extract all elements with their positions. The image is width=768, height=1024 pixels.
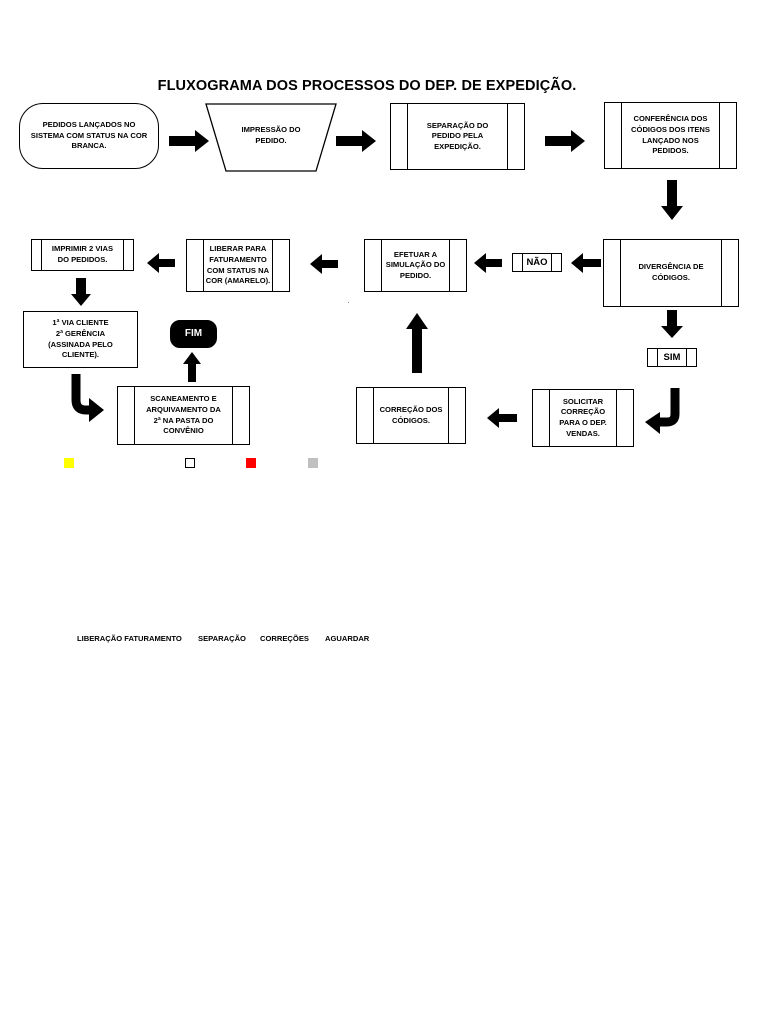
node-imprimir-vias: IMPRIMIR 2 VIAS DO PEDIDOS. <box>31 239 134 271</box>
node-solicitar-correcao-label: SOLICITAR CORREÇÃO PARA O DEP. VENDAS. <box>559 396 607 438</box>
arrow-up-icon <box>406 313 428 373</box>
node-efetuar-simulacao-label: EFETUAR A SIMULAÇÃO DO PEDIDO. <box>385 249 446 280</box>
node-impressao-label: IMPRESSÃO DO PEDIDO. <box>241 125 301 145</box>
node-efetuar-simulacao: EFETUAR A SIMULAÇÃO DO PEDIDO. <box>364 239 467 292</box>
arrow-down-icon <box>71 278 91 306</box>
node-divergencia-label: DIVERGÊNCIA DE CÓDIGOS. <box>638 262 704 282</box>
arrow-left-icon <box>571 253 601 273</box>
arrow-left-icon <box>474 253 502 273</box>
node-pedidos-lancados: PEDIDOS LANÇADOS NO SISTEMA COM STATUS N… <box>19 103 159 169</box>
node-separacao: SEPARAÇÃO DO PEDIDO PELA EXPEDIÇÃO. <box>390 103 525 170</box>
node-conferencia-label: CONFERÊNCIA DOS CÓDIGOS DOS ITENS LANÇAD… <box>631 114 710 156</box>
node-nao-label: NÃO <box>526 256 548 268</box>
node-scaneamento-label: SCANEAMENTO E ARQUIVAMENTO DA 2ª NA PAST… <box>146 394 221 436</box>
node-nao: NÃO <box>512 253 562 272</box>
legend-swatch-yellow <box>64 458 74 468</box>
arrow-left-icon <box>487 408 517 428</box>
arrow-up-icon <box>183 352 201 382</box>
node-fim: FIM <box>170 320 217 348</box>
legend-swatch-white <box>185 458 195 468</box>
node-liberar-faturamento: LIBERAR PARA FATURAMENTO COM STATUS NA C… <box>186 239 290 292</box>
node-sim-label: SIM <box>663 351 681 363</box>
arrow-right-icon <box>336 130 376 152</box>
node-separacao-label: SEPARAÇÃO DO PEDIDO PELA EXPEDIÇÃO. <box>426 120 489 151</box>
curved-arrow-icon <box>645 388 680 434</box>
diagram-title: FLUXOGRAMA DOS PROCESSOS DO DEP. DE EXPE… <box>157 78 577 94</box>
arrow-down-icon <box>661 180 683 220</box>
arrow-right-icon <box>169 130 209 152</box>
node-fim-label: FIM <box>184 328 203 339</box>
legend-label-aguardar: AGUARDAR <box>325 634 370 643</box>
node-vias-cliente-label: 1ª VIA CLIENTE 2ª GERÊNCIA (ASSINADA PEL… <box>48 318 113 360</box>
stray-dot <box>348 302 349 303</box>
legend-swatch-gray <box>308 458 318 468</box>
arrow-down-icon <box>661 310 683 338</box>
legend-label-correcoes: CORREÇÕES <box>260 634 309 643</box>
node-divergencia: DIVERGÊNCIA DE CÓDIGOS. <box>603 239 739 307</box>
node-impressao: IMPRESSÃO DO PEDIDO. <box>225 106 317 166</box>
arrow-left-icon <box>147 253 175 273</box>
node-correcao-codigos-label: CORREÇÃO DOS CÓDIGOS. <box>379 404 443 425</box>
arrow-left-icon <box>310 254 338 274</box>
curved-arrow-icon <box>71 374 104 422</box>
node-scaneamento: SCANEAMENTO E ARQUIVAMENTO DA 2ª NA PAST… <box>117 386 250 445</box>
node-conferencia: CONFERÊNCIA DOS CÓDIGOS DOS ITENS LANÇAD… <box>604 102 737 169</box>
arrow-right-icon <box>545 130 585 152</box>
node-vias-cliente: 1ª VIA CLIENTE 2ª GERÊNCIA (ASSINADA PEL… <box>23 311 138 368</box>
node-liberar-faturamento-label: LIBERAR PARA FATURAMENTO COM STATUS NA C… <box>205 244 271 286</box>
legend-label-liberacao: LIBERAÇÃO FATURAMENTO <box>77 634 182 643</box>
trapezoid-shape <box>205 103 337 172</box>
node-imprimir-vias-label: IMPRIMIR 2 VIAS DO PEDIDOS. <box>51 244 114 264</box>
node-correcao-codigos: CORREÇÃO DOS CÓDIGOS. <box>356 387 466 444</box>
node-pedidos-lancados-label: PEDIDOS LANÇADOS NO SISTEMA COM STATUS N… <box>30 120 148 151</box>
legend-swatch-red <box>246 458 256 468</box>
legend-label-separacao: SEPARAÇÃO <box>198 634 246 643</box>
node-sim: SIM <box>647 348 697 367</box>
node-solicitar-correcao: SOLICITAR CORREÇÃO PARA O DEP. VENDAS. <box>532 389 634 447</box>
